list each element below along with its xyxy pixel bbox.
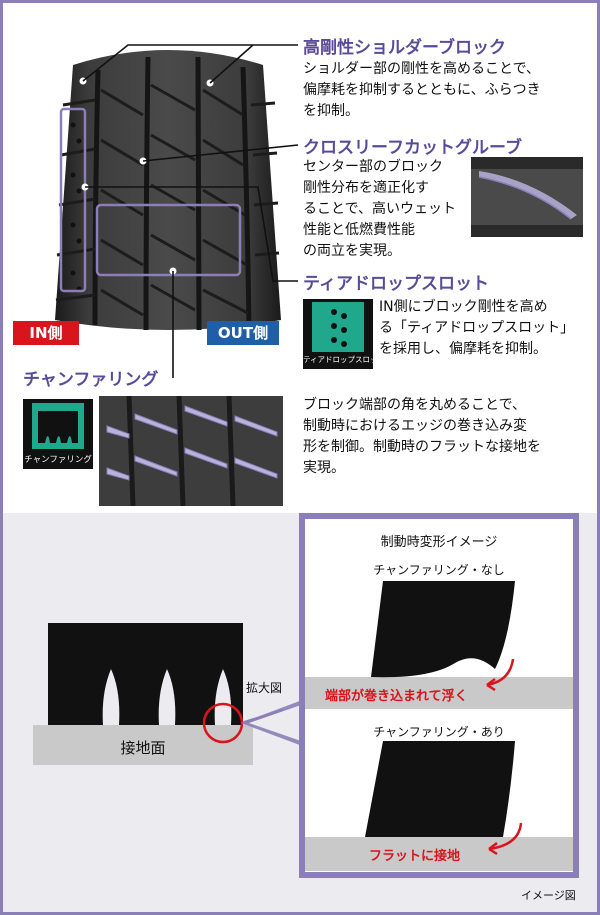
teardrop-slot-title: ティアドロップスロット xyxy=(303,274,489,294)
teardrop-slot-icon: ティアドロップスロット xyxy=(303,299,386,369)
tire-tread-image xyxy=(55,50,281,331)
chamfer-icon-label: チャンファリング xyxy=(24,455,92,465)
image-note: イメージ図 xyxy=(521,889,576,902)
cross-groove-description: センター部のブロック 剛性分布を適正化す ることで、高いウェット 性能と低燃費性… xyxy=(303,159,457,259)
teardrop-slot-description: IN側にブロック剛性を高め る「ティアドロップスロット」 を採用し、偏摩耗を抑制… xyxy=(379,299,575,357)
inset-title: 制動時変形イメージ xyxy=(380,535,498,550)
teardrop-icon-label: ティアドロップスロット xyxy=(303,355,386,364)
chamfering-description: ブロック端部の角を丸めることで、 制動時におけるエッジの巻き込み変 形を制御。制… xyxy=(303,397,541,476)
chamfering-icon: チャンファリング xyxy=(23,399,93,469)
ground-label: 接地面 xyxy=(120,739,166,757)
enlarged-label: 拡大図 xyxy=(246,681,283,695)
without-chamfer-label: チャンファリング・なし xyxy=(373,563,505,577)
with-chamfer-effect: フラットに接地 xyxy=(369,849,461,864)
leader-lines xyxy=(82,44,299,378)
without-chamfer-diagram xyxy=(305,581,573,709)
with-chamfer-label: チャンファリング・あり xyxy=(373,725,505,739)
block-profile-diagram xyxy=(33,623,283,765)
chamfer-icon xyxy=(32,403,84,449)
in-side-label: IN側 xyxy=(13,321,79,345)
teardrop-icon xyxy=(312,302,364,352)
with-chamfer-diagram xyxy=(305,741,573,871)
shoulder-block-description: ショルダー部の剛性を高めることで、 偏摩耗を抑制するとともに、ふらつき を抑制。 xyxy=(303,61,541,119)
shoulder-block-title: 高剛性ショルダーブロック xyxy=(303,38,506,58)
out-side-label: OUT側 xyxy=(207,321,279,345)
cross-groove-title: クロスリーフカットグルーブ xyxy=(303,138,522,158)
chamfering-title: チャンファリング xyxy=(23,370,159,390)
without-chamfer-effect: 端部が巻き込まれて浮く xyxy=(325,689,468,704)
cross-groove-closeup-image xyxy=(471,157,583,237)
chamfering-closeup-image xyxy=(99,396,283,506)
enlarge-connector xyxy=(241,699,305,747)
